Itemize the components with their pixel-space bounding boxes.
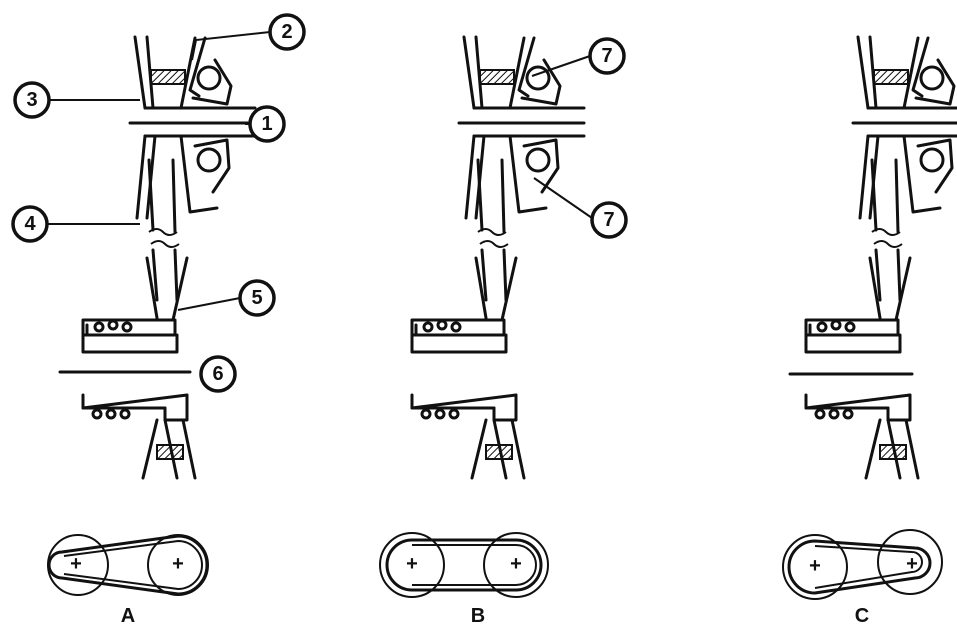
svg-text:7: 7: [603, 209, 614, 231]
panel-a-pulley-section: [81, 35, 257, 480]
svg-text:6: 6: [212, 363, 223, 385]
callout-4: 4: [11, 205, 49, 243]
svg-text:7: 7: [601, 45, 612, 67]
svg-text:1: 1: [261, 113, 272, 135]
leader-7-upper: [531, 55, 591, 77]
panel-b-pulley-section: [410, 35, 586, 480]
panel-label-a: A: [121, 605, 135, 626]
leader-2: [191, 31, 271, 61]
belt-schematic-b: + +: [379, 532, 549, 598]
belt-schematic-a: + +: [47, 534, 209, 596]
callout-7-upper: 7: [588, 37, 626, 75]
svg-text:3: 3: [26, 89, 37, 111]
panel-a-driver-center: +: [70, 553, 82, 575]
panel-c-driven-center: +: [906, 553, 918, 575]
panel-b-driver-center: +: [406, 553, 418, 575]
callout-7-lower: 7: [590, 201, 628, 239]
panel-a: 2 3 1 4 5 6 + + A: [11, 13, 306, 626]
callout-2: 2: [268, 13, 306, 51]
callout-1: 1: [248, 105, 286, 143]
belt-schematic-c: + +: [782, 529, 943, 600]
panel-a-driven-center: +: [172, 553, 184, 575]
callout-5: 5: [238, 279, 276, 317]
leader-7-lower: [533, 177, 593, 219]
svg-text:5: 5: [251, 287, 262, 309]
panel-label-c: C: [855, 605, 869, 626]
callout-3: 3: [13, 81, 51, 119]
callout-6: 6: [199, 355, 237, 393]
panel-c-driver-center: +: [809, 555, 821, 577]
panel-c-pulley-section: [804, 35, 957, 480]
leader-5: [177, 297, 241, 311]
svg-text:4: 4: [24, 213, 36, 235]
panel-b-driven-center: +: [510, 553, 522, 575]
svg-text:2: 2: [281, 21, 292, 43]
panel-c: + + C: [782, 35, 957, 626]
panel-b: 7 7 + + B: [379, 35, 628, 626]
panel-label-b: B: [471, 605, 485, 626]
